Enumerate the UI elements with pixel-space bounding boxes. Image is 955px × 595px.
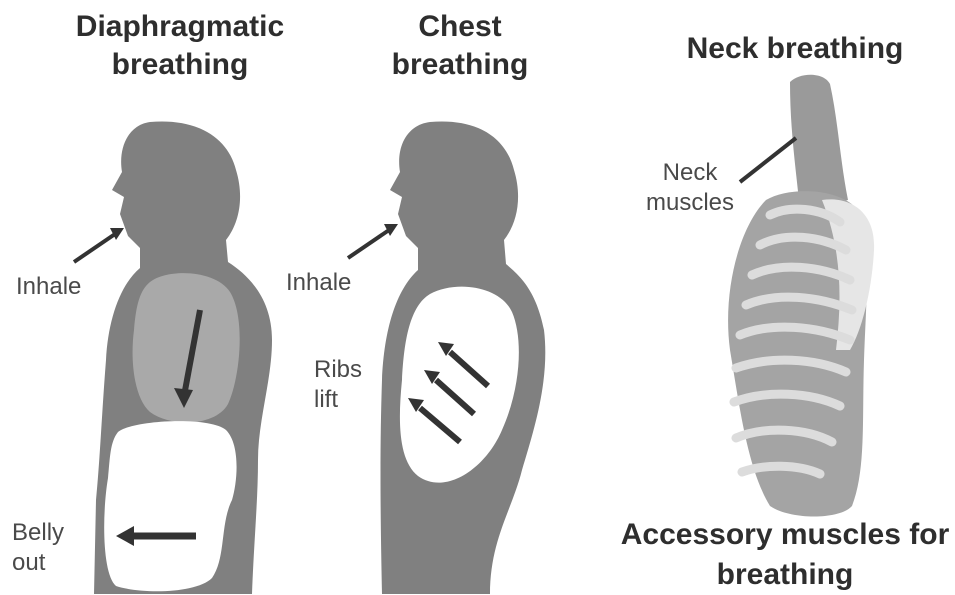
label-neck-muscles: Neck muscles (630, 158, 750, 218)
accessory-muscle-figure (728, 75, 874, 517)
inhale-arrow-2 (348, 228, 392, 258)
label-inhale-diaphragmatic: Inhale (16, 272, 81, 302)
inhale-arrow-1 (74, 232, 118, 262)
title-accessory-muscles: Accessory muscles for breathing (620, 515, 950, 595)
label-inhale-chest: Inhale (286, 268, 351, 298)
diaphragmatic-figure (74, 121, 272, 594)
diaphragmatic-belly-cavity (104, 421, 236, 591)
label-ribs-lift: Ribs lift (314, 355, 384, 415)
neck-muscle-band (790, 75, 848, 210)
label-belly-out: Belly out (12, 518, 82, 578)
